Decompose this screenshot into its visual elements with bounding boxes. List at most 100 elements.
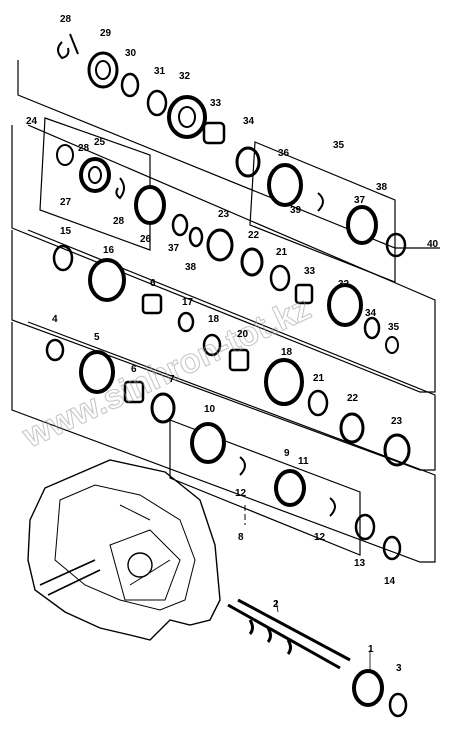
ring-7 [150,392,176,424]
part-labels: 28 29 30 31 32 33 34 35 36 37 38 39 40 2… [26,14,439,674]
gear-18b [264,358,304,406]
transmission-case [27,459,221,641]
spring-28b [115,177,125,200]
label-43: 36 [278,148,290,159]
label-21a: 21 [276,247,288,258]
group-frames [11,60,440,563]
label-27: 27 [60,197,72,208]
ring-13 [354,513,376,541]
frame-box-9-12 [169,419,361,556]
leader-lines [244,505,371,670]
label-18a: 18 [208,314,220,325]
label-8: 8 [238,532,244,543]
label-24: 24 [26,116,38,127]
parts [45,33,411,718]
ring-23b [383,433,411,467]
gear-5 [79,350,115,394]
label-20: 20 [237,329,249,340]
gear-39 [167,95,207,139]
label-4: 4 [52,314,58,325]
ring-3 [388,692,408,718]
gear-31 [327,283,363,327]
label-44: 37 [354,195,366,206]
frame-box-24 [39,117,151,251]
label-23a: 23 [218,209,230,220]
spring-12b [329,497,336,517]
ring-21b [307,389,329,417]
label-1: 1 [368,644,374,655]
label-41: 34 [243,116,255,127]
ring-41 [235,146,261,178]
ring-37 [120,72,140,98]
clip-25 [56,144,74,166]
synchro-28 [79,157,111,193]
gear-26 [134,185,166,225]
clip-35 [57,33,79,60]
label-39: 32 [179,71,191,82]
needle-20 [228,348,250,372]
ring-14 [382,535,402,561]
label-2: 2 [273,599,279,610]
label-38: 31 [154,66,166,77]
label-30: 38 [185,262,197,273]
synchro-43 [267,163,303,207]
label-3: 3 [396,663,402,674]
frame-box-42 [249,141,396,283]
label-46: 39 [290,205,302,216]
ring-30 [188,226,204,248]
label-42: 35 [333,140,345,151]
ring-23a [206,228,234,262]
label-22b: 22 [347,393,359,404]
label-16: 16 [103,245,115,256]
ring-33 [363,316,381,340]
synchro-10 [190,422,226,464]
ring-22a [240,247,264,277]
label-15: 15 [60,226,72,237]
label-34: 35 [388,322,400,333]
label-12a: 12 [235,488,247,499]
hub-9 [274,469,306,507]
label-10: 10 [204,404,216,415]
needle-40 [202,121,226,145]
label-26: 26 [140,234,152,245]
ring-18a [202,333,222,357]
label-21b: 21 [313,373,325,384]
label-9: 9 [284,448,290,459]
label-35: 28 [60,14,72,25]
ring-15 [52,244,74,272]
label-11: 11 [298,456,309,467]
spring-12a [239,456,246,476]
label-29: 37 [168,243,180,254]
ring-21a [269,264,291,292]
label-28b: 28 [113,216,125,227]
label-47: 40 [427,239,439,250]
label-23b: 23 [391,416,403,427]
label-36: 29 [100,28,112,39]
label-14: 14 [384,576,396,587]
label-28a: 28 [78,143,90,154]
frame-3 [11,229,436,471]
bearing-1 [352,669,384,707]
ring-38 [146,89,168,117]
label-40: 33 [210,98,222,109]
label-33: 34 [365,308,377,319]
needle-17a [141,293,163,315]
ring-17 [177,311,195,333]
ring-22b [339,412,365,444]
label-6: 6 [131,364,137,375]
label-18b: 18 [281,347,293,358]
label-5: 5 [94,332,100,343]
label-17: 17 [182,297,194,308]
ring-47 [385,232,407,258]
needle-32 [294,283,314,305]
shaft-2 [227,598,351,670]
label-32: 33 [304,266,316,277]
label-22a: 22 [248,230,260,241]
ring-34 [385,336,399,354]
label-12b: 12 [314,532,326,543]
frame-top [17,60,440,249]
needle-6 [123,380,145,404]
frame-4 [11,321,436,563]
label-25: 25 [94,137,106,148]
